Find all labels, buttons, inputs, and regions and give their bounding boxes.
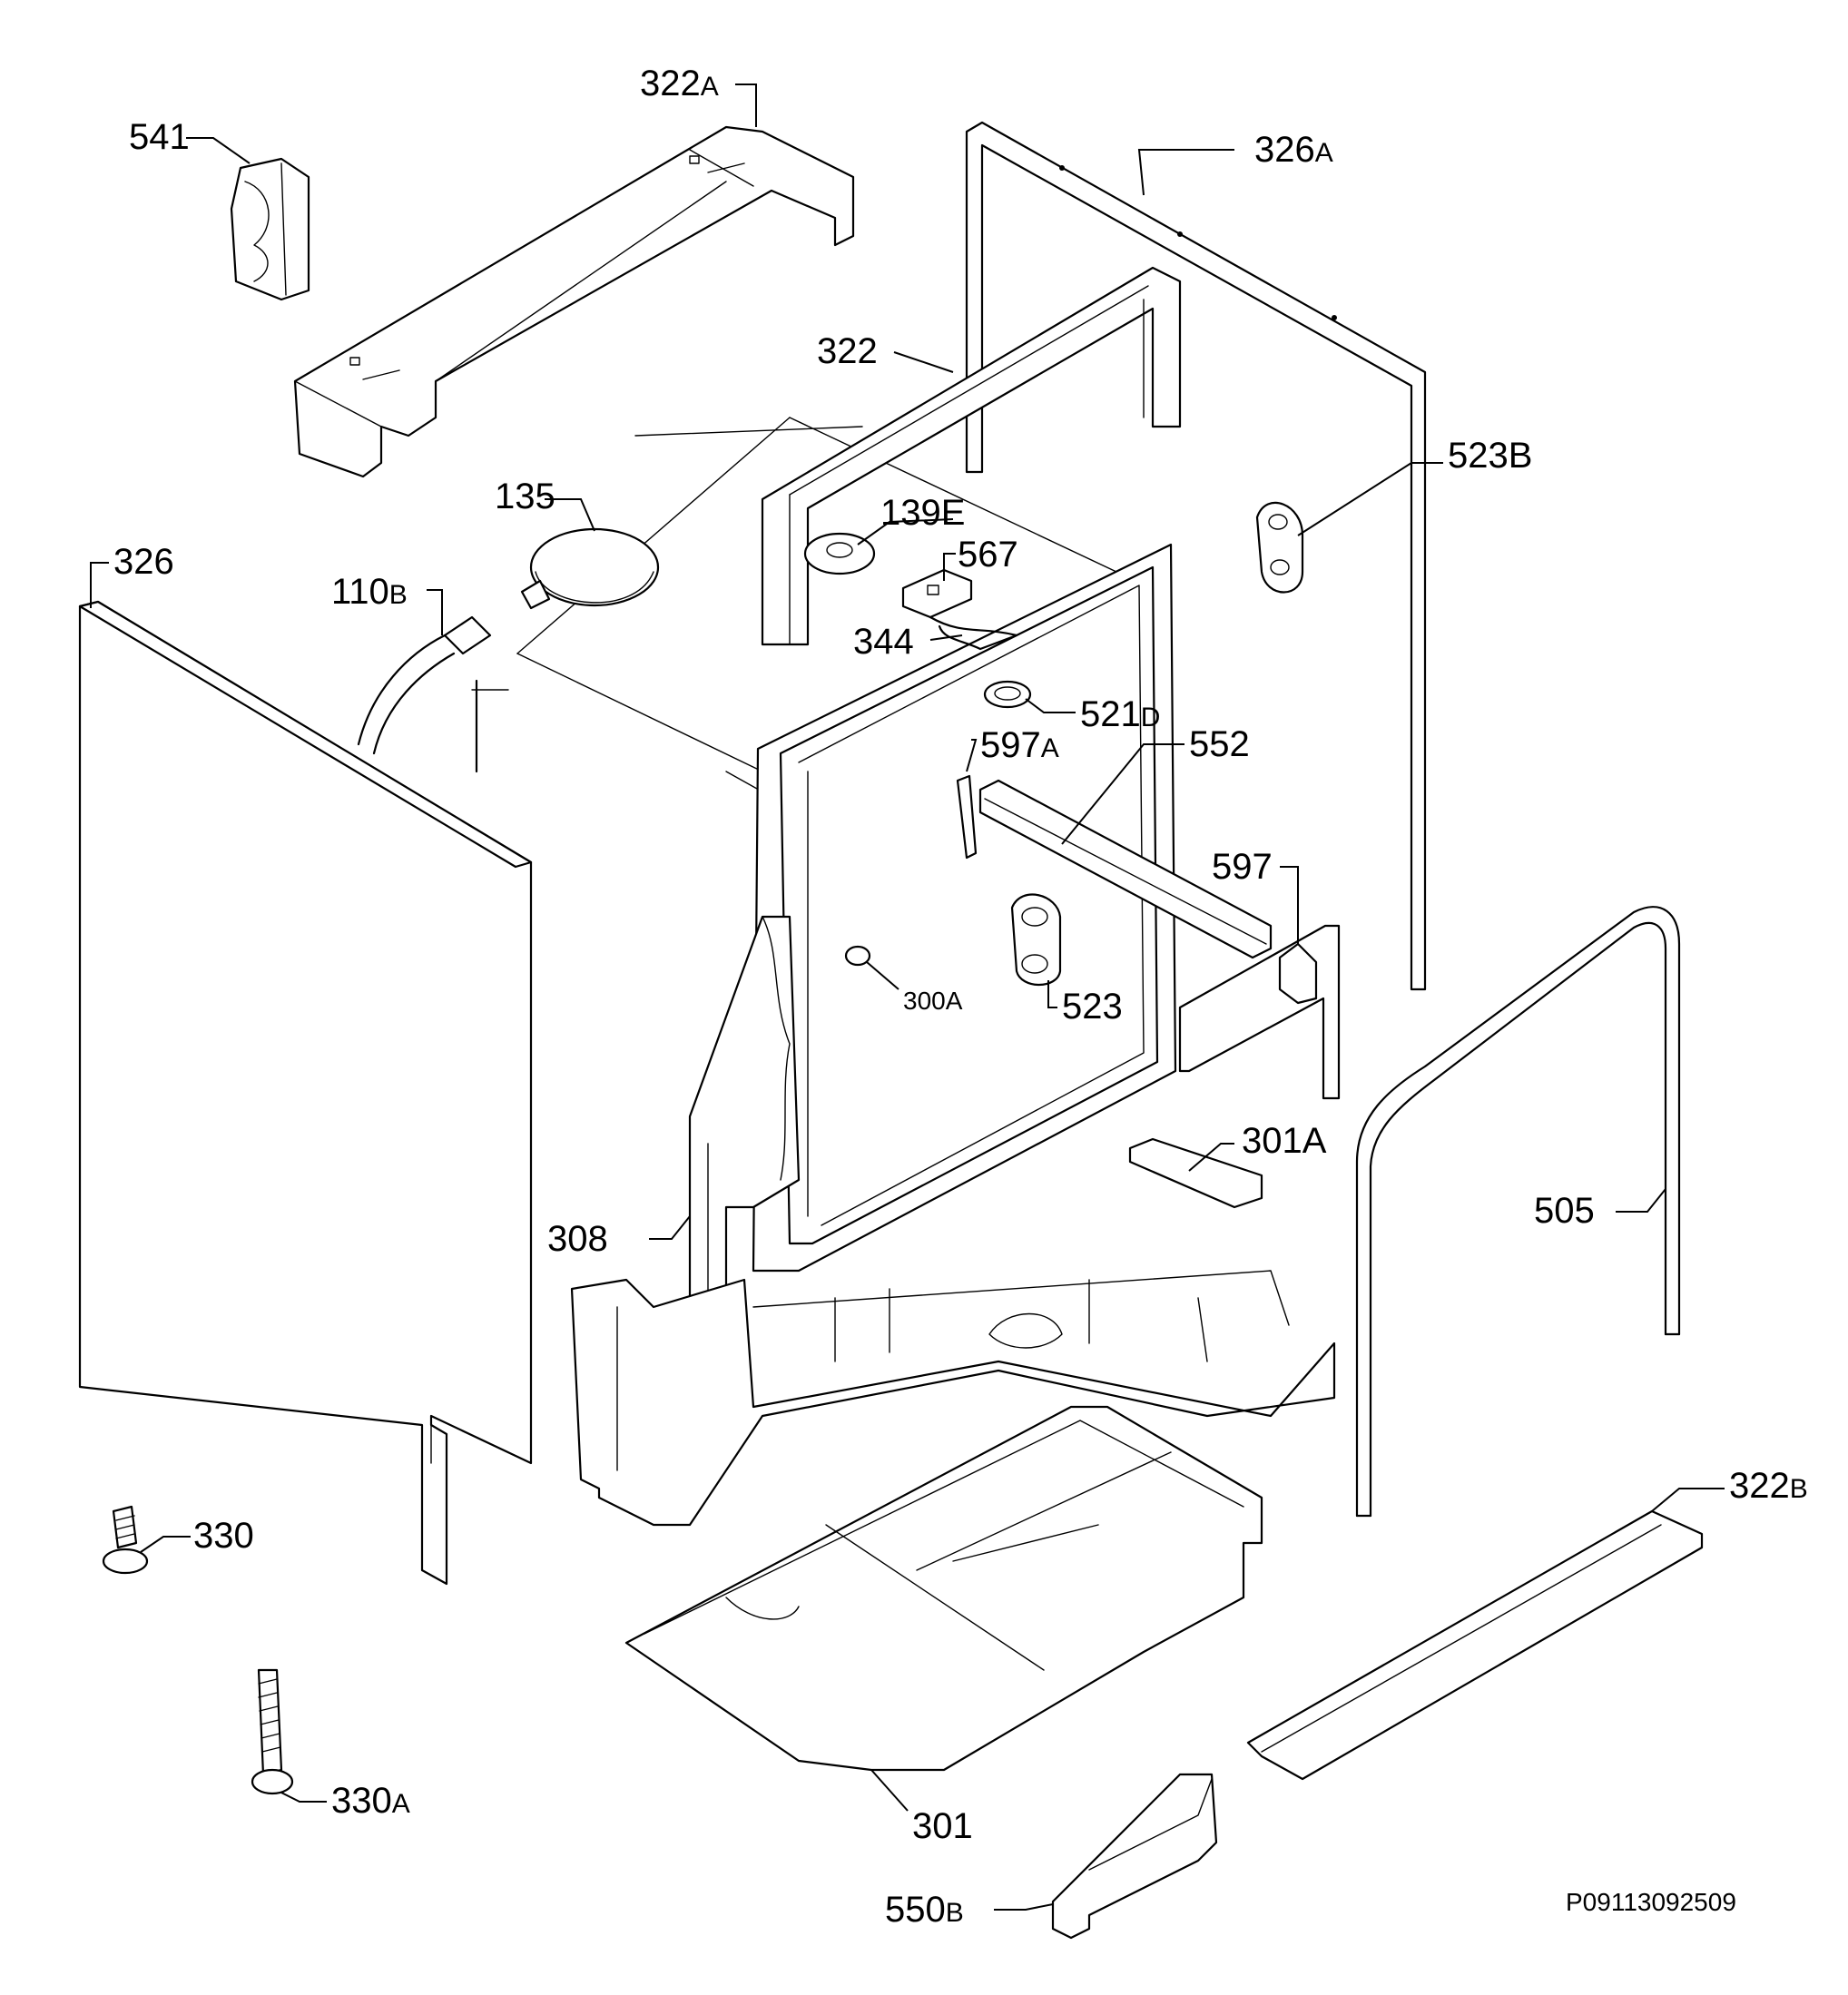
label-308: 308 bbox=[547, 1219, 608, 1259]
part-521D-ring bbox=[983, 680, 1032, 709]
label-326A: 326A bbox=[1254, 130, 1333, 170]
label-322A: 322A bbox=[640, 64, 719, 103]
label-597: 597 bbox=[1212, 847, 1273, 887]
part-330-screw bbox=[102, 1505, 149, 1575]
label-521D: 521D bbox=[1080, 694, 1160, 734]
part-labels: 541 322A 326A 322 523B 135 139E 567 326 … bbox=[113, 64, 1808, 1930]
label-301A: 301A bbox=[1242, 1121, 1327, 1161]
part-inner-frame bbox=[761, 266, 1182, 646]
part-inlet-hose bbox=[357, 615, 492, 773]
part-550B-bracket bbox=[1051, 1773, 1218, 1940]
label-552: 552 bbox=[1189, 724, 1250, 764]
label-322: 322 bbox=[817, 331, 878, 371]
label-597A: 597A bbox=[980, 725, 1059, 765]
label-541: 541 bbox=[129, 117, 190, 157]
label-300A: 300A bbox=[903, 987, 963, 1015]
label-523: 523 bbox=[1062, 987, 1123, 1027]
part-567-bracket bbox=[901, 568, 973, 619]
part-top-frame bbox=[293, 125, 855, 478]
label-523B: 523B bbox=[1448, 436, 1532, 476]
part-330A-screw bbox=[251, 1668, 294, 1795]
label-110B: 110B bbox=[331, 572, 408, 612]
diagram-code: P09113092509 bbox=[1566, 1888, 1736, 1916]
part-base-assembly bbox=[570, 1270, 1336, 1527]
part-523-grommet bbox=[1010, 893, 1062, 986]
label-330A: 330A bbox=[331, 1781, 410, 1821]
label-344: 344 bbox=[853, 622, 914, 662]
label-326: 326 bbox=[113, 542, 174, 582]
part-523B-grommet bbox=[1255, 501, 1304, 594]
label-135: 135 bbox=[495, 477, 555, 516]
label-301: 301 bbox=[912, 1806, 973, 1846]
part-300A-nut bbox=[844, 945, 871, 967]
part-301A-guide bbox=[1128, 1137, 1263, 1209]
part-side-panel bbox=[78, 600, 533, 1586]
part-552-rail bbox=[978, 779, 1273, 959]
part-135-dispenser bbox=[520, 527, 660, 610]
label-567: 567 bbox=[958, 535, 1018, 575]
label-505: 505 bbox=[1534, 1191, 1595, 1231]
part-541-clip bbox=[230, 157, 310, 301]
part-door-frame bbox=[752, 543, 1177, 1273]
label-322B: 322B bbox=[1729, 1466, 1808, 1506]
part-597A-pin bbox=[956, 774, 978, 860]
label-330: 330 bbox=[193, 1516, 254, 1556]
part-322B-plinth-rail bbox=[1246, 1509, 1704, 1781]
label-550B: 550B bbox=[885, 1890, 964, 1930]
leader-lines bbox=[90, 84, 1725, 1911]
label-139E: 139E bbox=[880, 493, 965, 533]
part-139E-knob bbox=[803, 532, 876, 575]
part-301-base-tray bbox=[624, 1405, 1263, 1772]
part-505-seal bbox=[1355, 906, 1681, 1518]
